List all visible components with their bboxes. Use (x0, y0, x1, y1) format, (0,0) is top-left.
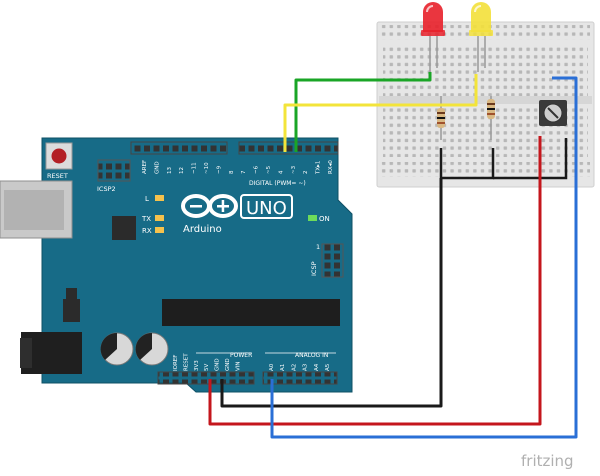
power-header (157, 371, 255, 385)
regulator (63, 299, 80, 322)
pin-label: A3 (303, 363, 309, 371)
icsp2-label: ICSP2 (97, 185, 116, 193)
icsp-header (321, 243, 344, 278)
led-yellow (469, 2, 493, 72)
led-l (155, 195, 164, 201)
resistor (437, 96, 445, 140)
fritzing-watermark: fritzing (521, 452, 574, 470)
leds (421, 2, 493, 72)
led-on (308, 215, 317, 221)
pin-label: GND (154, 161, 160, 174)
led-rx-label: RX (142, 227, 152, 235)
led-tx (155, 215, 164, 221)
pin-label: GND (225, 358, 231, 371)
pin-label: 5V (204, 364, 210, 371)
led-red (421, 2, 445, 72)
digital-label: DIGITAL (PWM= ~) (249, 180, 306, 187)
pin-label: A2 (291, 364, 297, 371)
pin-label: TX▸1 (316, 161, 322, 175)
pin-label: 7 (241, 170, 247, 174)
analog-label: ANALOG IN (295, 352, 328, 359)
reset-label: RESET (47, 172, 68, 180)
power-pin-labels: IOREF RESET 3V3 5V GND GND VIN (173, 353, 241, 371)
wire-black (493, 138, 568, 180)
pin-label: A4 (314, 363, 320, 371)
pin-label: A5 (325, 363, 331, 371)
led-l-label: L (145, 195, 149, 203)
pin-label: A0 (269, 363, 275, 371)
digital-header-left (130, 141, 228, 155)
uno-badge (240, 194, 293, 219)
pin-label: VIN (235, 362, 241, 372)
pin-label: 4 (278, 170, 284, 174)
analog-header (262, 371, 338, 385)
pin-label: ~10 (204, 162, 210, 174)
wire-black (439, 148, 495, 180)
led-tx-label: TX (141, 215, 151, 223)
pin-label: 3V3 (194, 360, 200, 371)
wire-red (208, 136, 542, 426)
atmega-chip (162, 299, 340, 326)
pin-label: 13 (167, 167, 173, 174)
brand-text: Arduino (183, 224, 222, 235)
digital-pin-labels: AREF GND 13 12 ~11 ~10 ~9 8 7 ~6 ~5 4 ~3 2 TX▸1 RX◂0 (142, 160, 334, 175)
icsp-label: ICSP (310, 261, 318, 276)
pin-label: RESET (183, 353, 189, 371)
pin-label: 8 (229, 170, 235, 174)
usb-chip (112, 216, 136, 240)
pin-label: A1 (280, 364, 286, 371)
digital-header-right (238, 141, 339, 155)
wires (208, 72, 578, 439)
pin-label: IOREF (173, 355, 179, 371)
wire-blue (270, 76, 578, 439)
led-rx (155, 227, 164, 233)
uno-text: UNO (246, 198, 287, 219)
pin-label: GND (215, 358, 221, 371)
arduino-logo (181, 194, 238, 218)
pin-label: ~11 (192, 162, 198, 174)
pin-label: ~5 (266, 165, 272, 174)
wire-yellow (283, 74, 478, 152)
pin-label: RX◂0 (328, 160, 334, 174)
icsp-pin1-label: 1 (316, 243, 320, 251)
resistor (487, 96, 495, 140)
icsp2-header (97, 159, 131, 182)
pin-label: AREF (142, 160, 148, 174)
analog-pin-labels: A0 A1 A2 A3 A4 A5 (269, 363, 331, 371)
pin-label: ~6 (254, 165, 260, 174)
pin-label: 12 (179, 167, 185, 174)
pin-label: ~9 (216, 165, 222, 174)
pin-label: 2 (303, 171, 309, 175)
arduino-uno-board: RESET ICSP2 L TX RX ON ICSP 1 (0, 137, 353, 393)
potentiometer[interactable] (539, 100, 567, 126)
power-label: POWER (230, 352, 252, 359)
led-on-label: ON (319, 215, 330, 223)
wire-green (294, 72, 432, 152)
pin-label: ~3 (291, 165, 297, 174)
capacitor (100, 332, 134, 366)
capacitor (135, 332, 169, 366)
wire-black (220, 178, 443, 408)
